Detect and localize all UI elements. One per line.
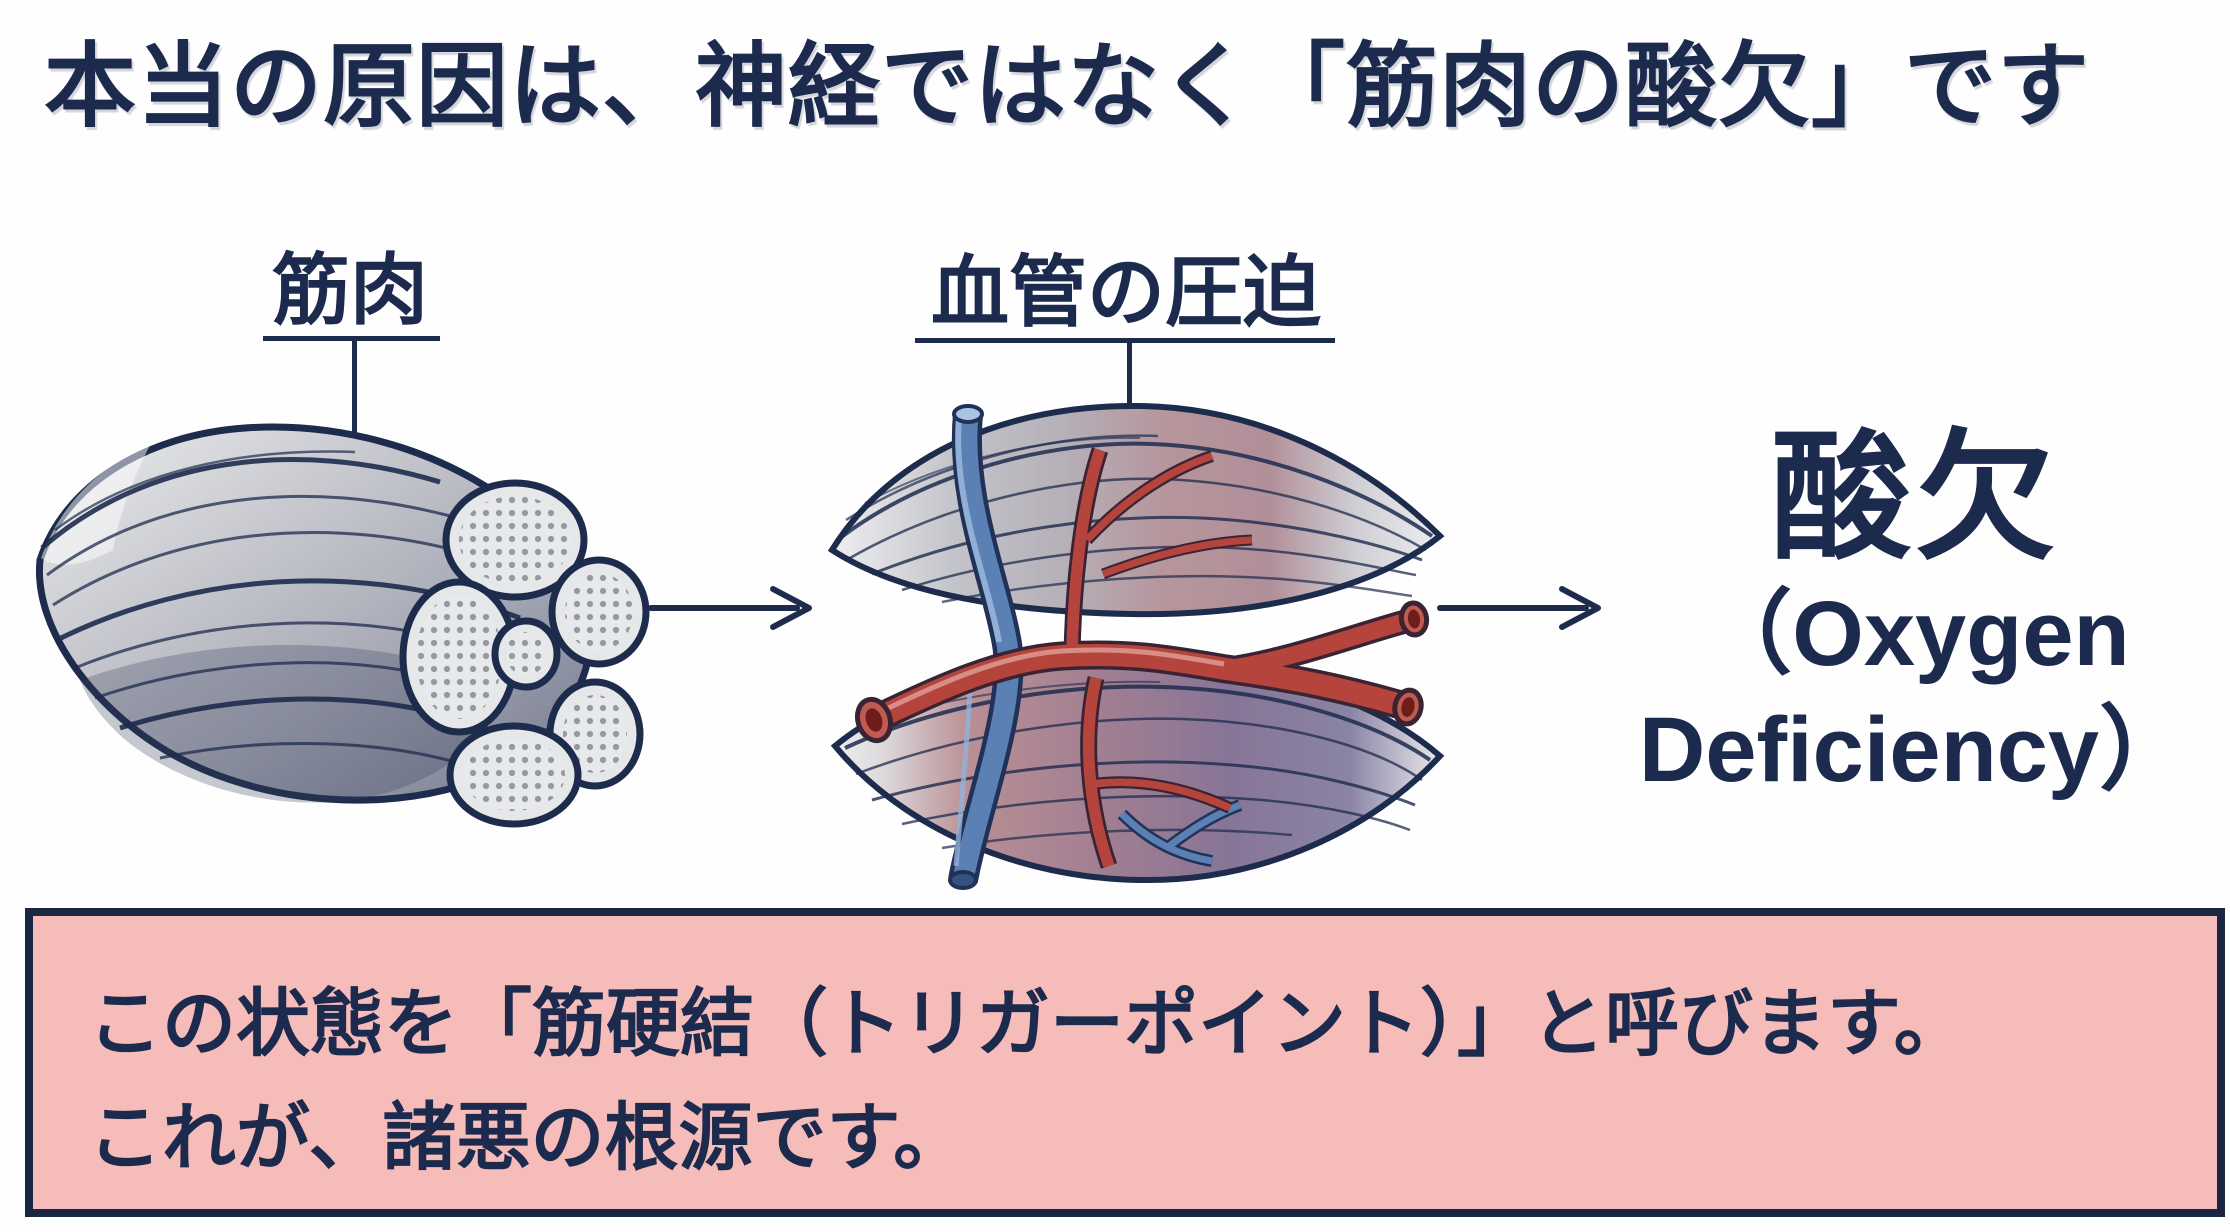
vessel-compression-illustration bbox=[827, 402, 1445, 890]
muscle-pointer-line-horizontal bbox=[263, 336, 440, 341]
result-subtitle-line2: Deficiency） bbox=[1638, 698, 2192, 801]
callout-box: この状態を「筋硬結（トリガーポイント）」と呼びます。 これが、諸悪の根源です。 bbox=[25, 908, 2225, 1217]
vessel-pointer-line-vertical bbox=[1127, 338, 1132, 448]
muscle-pointer-line-vertical bbox=[352, 336, 357, 468]
result-subtitle-line1: （Oxygen bbox=[1700, 582, 2130, 685]
vessel-pointer-line-horizontal bbox=[915, 338, 1335, 343]
artery bbox=[869, 448, 1417, 868]
flow-arrow-icon bbox=[1437, 586, 1601, 630]
flow-arrow-icon bbox=[648, 586, 812, 630]
callout-line1: この状態を「筋硬結（トリガーポイント）」と呼びます。 bbox=[88, 982, 1968, 1065]
muscle-fascicle-cross-sections bbox=[399, 479, 650, 828]
muscle-illustration bbox=[35, 423, 650, 828]
page-title: 本当の原因は、神経ではなく「筋肉の酸欠」です bbox=[44, 36, 2091, 138]
vein bbox=[948, 412, 1024, 883]
vessel-compression-label: 血管の圧迫 bbox=[930, 248, 1321, 336]
result-block: 酸欠 （Oxygen Deficiency） bbox=[1610, 419, 2220, 809]
muscle-label: 筋肉 bbox=[271, 246, 428, 334]
result-heading: 酸欠 bbox=[1770, 419, 2059, 576]
callout-line2: これが、諸悪の根源です。 bbox=[88, 1096, 968, 1179]
